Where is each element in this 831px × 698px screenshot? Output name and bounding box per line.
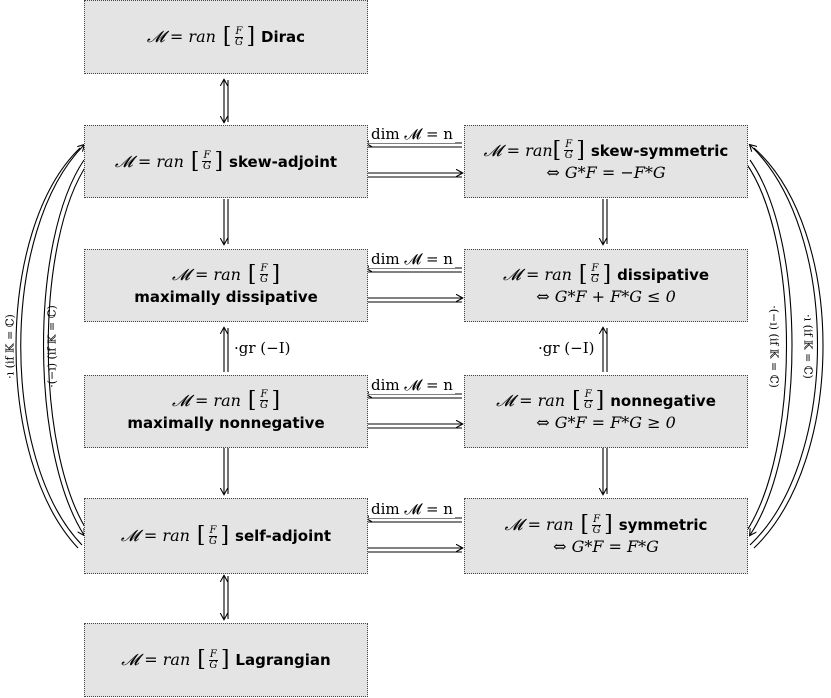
label-inner-left: ·(−ı) (if 𝕂 = ℂ)	[45, 305, 59, 388]
arrow-selfadjoint-lagrangian	[224, 576, 229, 619]
arrow-nonneg-sym	[603, 448, 608, 494]
box-name: symmetric	[618, 516, 708, 534]
arrow-nonneg-diss	[603, 328, 608, 372]
box-condition: ⇔ G*F + F*G ≤ 0	[536, 286, 676, 306]
box-name: self-adjoint	[235, 527, 332, 545]
box-name: maximally dissipative	[134, 287, 318, 306]
box-name: skew-adjoint	[229, 152, 338, 171]
label-outer-left: ·ı (if 𝕂 = ℂ)	[3, 314, 17, 379]
label-outer-right: ·ı (if 𝕂 = ℂ)	[801, 314, 815, 379]
box-name: dissipative	[617, 265, 710, 284]
arrow-right-row4	[366, 518, 462, 553]
arrow-dirac-skewadjoint	[224, 80, 229, 122]
box-condition: ⇔ G*F = F*G ≥ 0	[536, 412, 676, 432]
curve-right-outer	[750, 145, 824, 549]
box-name: maximally nonnegative	[127, 413, 325, 432]
label-dim-row4: dim 𝓜 = n	[369, 500, 455, 518]
label-gr-right: ·gr (−I)	[536, 339, 597, 357]
box-name: Lagrangian	[235, 651, 331, 669]
box-name: nonnegative	[610, 391, 716, 410]
box-prefix: 𝓜 = ran	[146, 27, 216, 46]
curve-left-outer	[15, 145, 84, 549]
arrow-maxnonneg-selfadjoint	[224, 448, 229, 494]
arrow-right-row3	[366, 394, 462, 429]
arrow-skewsym-diss	[603, 199, 608, 244]
label-inner-right: ·(−ı) (if 𝕂 = ℂ)	[767, 305, 781, 388]
curve-left-inner	[43, 159, 89, 535]
label-dim-row1: dim 𝓜 = n	[369, 125, 455, 143]
box-name: skew-symmetric	[590, 141, 729, 160]
box-name: Dirac	[261, 28, 306, 46]
curve-right-inner	[745, 159, 793, 535]
label-dim-row3: dim 𝓜 = n	[369, 376, 455, 394]
arrow-maxnonneg-maxdiss	[224, 328, 229, 372]
arrow-right-row1	[366, 143, 462, 178]
label-dim-row2: dim 𝓜 = n	[369, 250, 455, 268]
box-condition: ⇔ G*F = −F*G	[546, 162, 666, 182]
arrow-right-row2	[366, 268, 462, 303]
label-gr-left: ·gr (−I)	[232, 339, 293, 357]
arrow-skewadjoint-maxdiss	[224, 199, 229, 244]
box-condition: ⇔ G*F = F*G	[553, 537, 659, 556]
